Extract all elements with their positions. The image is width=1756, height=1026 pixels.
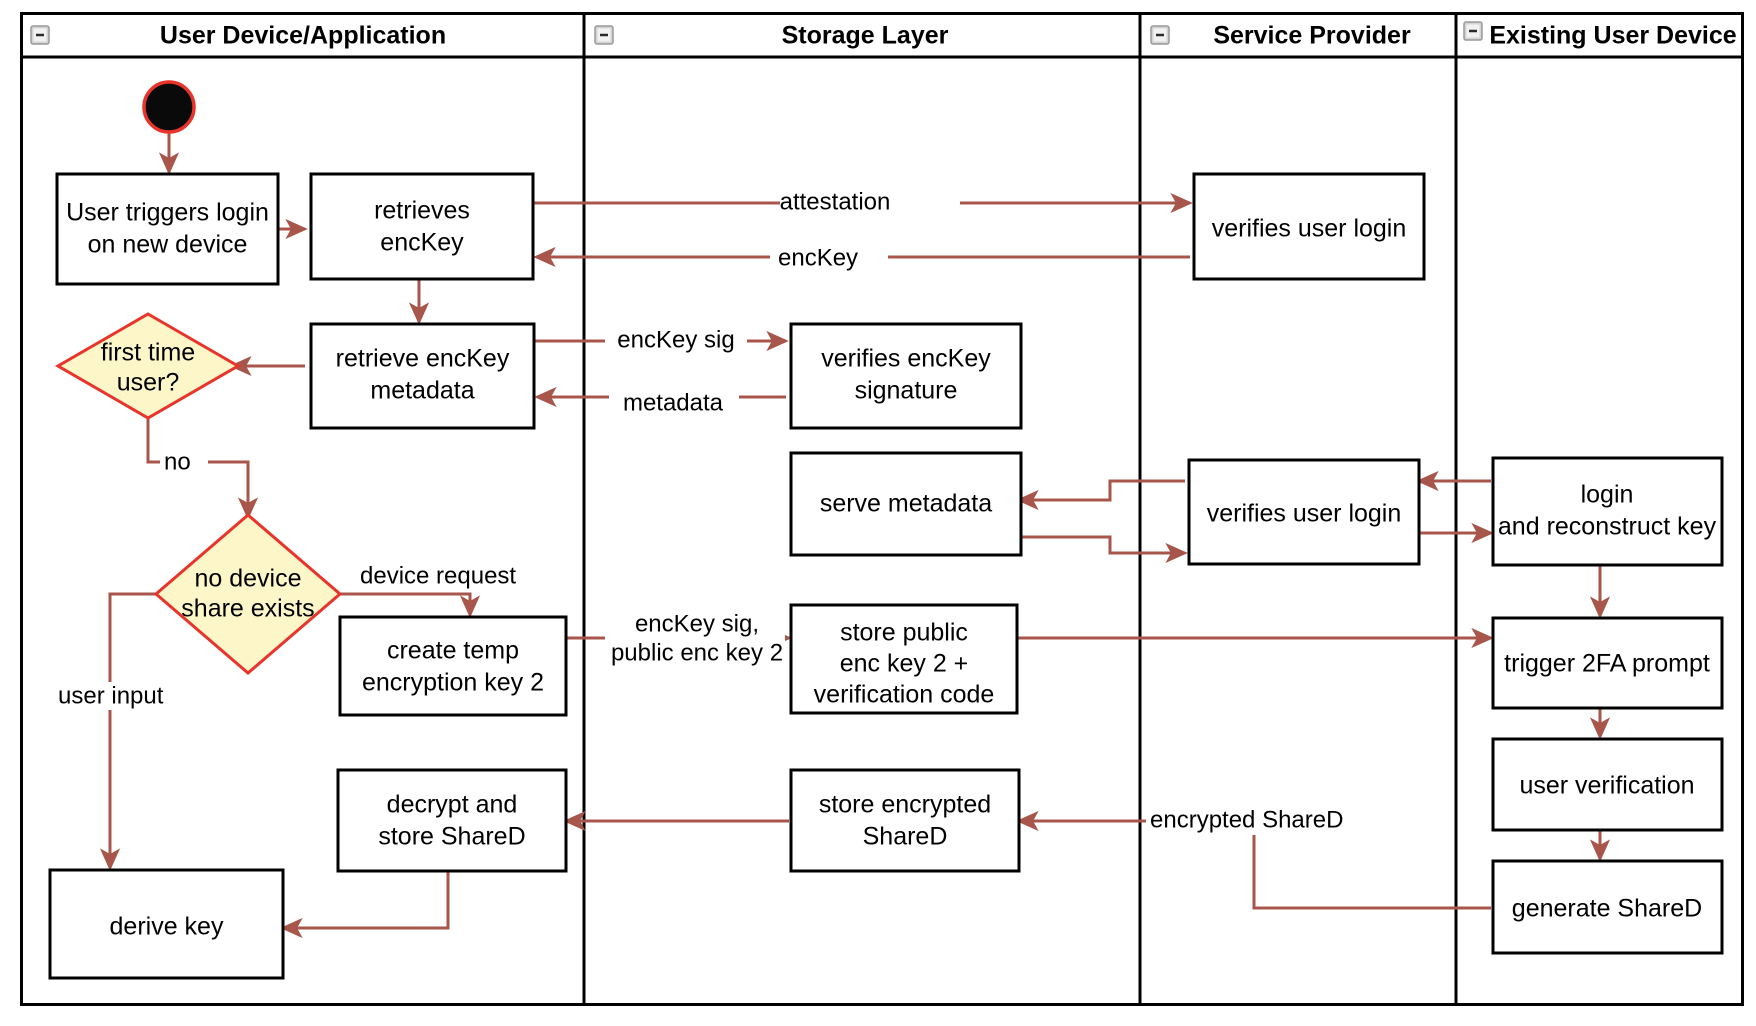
node-label-line1: login	[1581, 481, 1634, 509]
edge-encrypted-shared	[1016, 810, 1491, 910]
node-create-temp-encryption-key-2[interactable]: create temp encryption key 2	[338, 615, 568, 717]
node-label-line2: and reconstruct key	[1498, 513, 1717, 541]
node-serve-metadata[interactable]: serve metadata	[789, 451, 1023, 557]
node-retrieve-enckey-metadata[interactable]: retrieve encKey metadata	[309, 322, 536, 430]
decision-shape[interactable]	[153, 513, 343, 675]
node-verifies-enckey-signature[interactable]: verifies encKey signature	[789, 322, 1023, 430]
start-node-circle[interactable]	[142, 80, 196, 134]
node-label-line1: retrieve encKey	[336, 345, 510, 373]
lane-title-user-device: User Device/Application	[160, 22, 446, 50]
node-label-line2: user?	[117, 369, 180, 397]
node-label-line1: trigger 2FA prompt	[1504, 650, 1710, 678]
node-generate-shared[interactable]: generate ShareD	[1491, 859, 1724, 955]
node-label-line2: store ShareD	[378, 823, 525, 851]
node-label-line1: derive key	[110, 913, 224, 941]
node-no-device-share-exists[interactable]: no device share exists	[153, 513, 343, 675]
edge-label-device-request: device request	[360, 562, 516, 589]
edge-decrypt-to-derivekey	[280, 871, 450, 939]
edge-label-enckey-sig: encKey sig	[617, 326, 734, 353]
decision-shape[interactable]	[55, 312, 241, 420]
edge-label-group: attestation encKey encKey sig metadata n…	[54, 188, 1346, 835]
lane-title-service-provider: Service Provider	[1213, 22, 1411, 50]
lane-header-user-device[interactable]: User Device/Application	[30, 22, 446, 50]
node-label-line2: ShareD	[863, 823, 948, 851]
node-label-line1: retrieves	[374, 197, 470, 225]
node-label-line1: verifies user login	[1207, 500, 1402, 528]
minus-collapse-icon[interactable]	[30, 25, 50, 45]
edge-label-enckey: encKey	[778, 244, 858, 271]
minus-collapse-icon[interactable]	[1463, 21, 1483, 41]
node-retrieves-enckey[interactable]: retrieves encKey	[309, 172, 535, 281]
node-verifies-user-login-top[interactable]: verifies user login	[1192, 172, 1426, 281]
edge-label-metadata: metadata	[623, 389, 724, 416]
node-label-line1: store encrypted	[819, 791, 991, 819]
edge-label-user-input: user input	[58, 682, 164, 709]
node-label-line1: no device	[194, 565, 301, 593]
edge-device-request	[334, 592, 481, 618]
node-verifies-user-login-mid[interactable]: verifies user login	[1187, 458, 1421, 566]
lane-header-existing-user-device[interactable]: Existing User Device	[1463, 21, 1737, 50]
node-label-line1: decrypt and	[387, 791, 518, 819]
node-store-encrypted-shared[interactable]: store encrypted ShareD	[789, 768, 1021, 873]
node-label-line1: verifies user login	[1212, 215, 1407, 243]
node-label-line1: first time	[101, 339, 195, 367]
node-label-line3: verification code	[814, 681, 995, 709]
node-login-and-reconstruct-key[interactable]: login and reconstruct key	[1491, 456, 1724, 567]
node-label-line1: User triggers login	[66, 199, 269, 227]
node-label-line2: share exists	[181, 595, 314, 623]
lane-frame-group	[20, 12, 1744, 1006]
node-store-public-enc-key-2[interactable]: store public enc key 2 + verification co…	[789, 603, 1019, 715]
node-label-line2: on new device	[88, 231, 248, 259]
node-label-line2: signature	[855, 377, 958, 405]
node-label-line2: encryption key 2	[362, 669, 544, 697]
lane-header-storage-layer[interactable]: Storage Layer	[594, 22, 949, 50]
edge-label-enckeysig-line1: encKey sig,	[635, 610, 759, 637]
edge-label-no: no	[164, 448, 191, 475]
edge-label-encrypted-shared: encrypted ShareD	[1150, 806, 1343, 833]
node-label-line2: metadata	[370, 377, 474, 405]
lane-header-service-provider[interactable]: Service Provider	[1150, 22, 1411, 50]
edge-label-enckeysig-line2: public enc key 2	[611, 639, 783, 666]
node-derive-key[interactable]: derive key	[48, 868, 285, 980]
node-label-line2: enc key 2 +	[840, 650, 969, 678]
minus-collapse-icon[interactable]	[1150, 25, 1170, 45]
node-label-line1: serve metadata	[820, 490, 992, 518]
edge-verify-to-servemetadata	[1016, 479, 1185, 511]
edge-label-attestation: attestation	[780, 188, 891, 215]
edge-user-input	[99, 592, 162, 871]
minus-collapse-icon[interactable]	[594, 25, 614, 45]
node-label-line1: generate ShareD	[1512, 895, 1702, 923]
node-start[interactable]	[142, 80, 196, 134]
node-decrypt-and-store-shared[interactable]: decrypt and store ShareD	[336, 768, 568, 873]
node-user-verification[interactable]: user verification	[1491, 737, 1724, 832]
edge-servemetadata-to-verify	[1019, 535, 1188, 564]
node-label-line1: verifies encKey	[821, 345, 991, 373]
diagram-outer-frame	[20, 12, 1744, 1006]
node-label-line1: user verification	[1519, 772, 1694, 800]
node-label-line2: encKey	[380, 229, 464, 257]
node-label-line1: store public	[840, 619, 968, 647]
node-label-line1: create temp	[387, 637, 519, 665]
node-user-triggers-login[interactable]: User triggers login on new device	[55, 172, 280, 286]
node-trigger-2fa-prompt[interactable]: trigger 2FA prompt	[1491, 616, 1724, 710]
node-first-time-user[interactable]: first time user?	[55, 312, 241, 420]
lane-title-storage-layer: Storage Layer	[782, 22, 949, 50]
lane-title-existing-user-device: Existing User Device	[1489, 22, 1736, 50]
